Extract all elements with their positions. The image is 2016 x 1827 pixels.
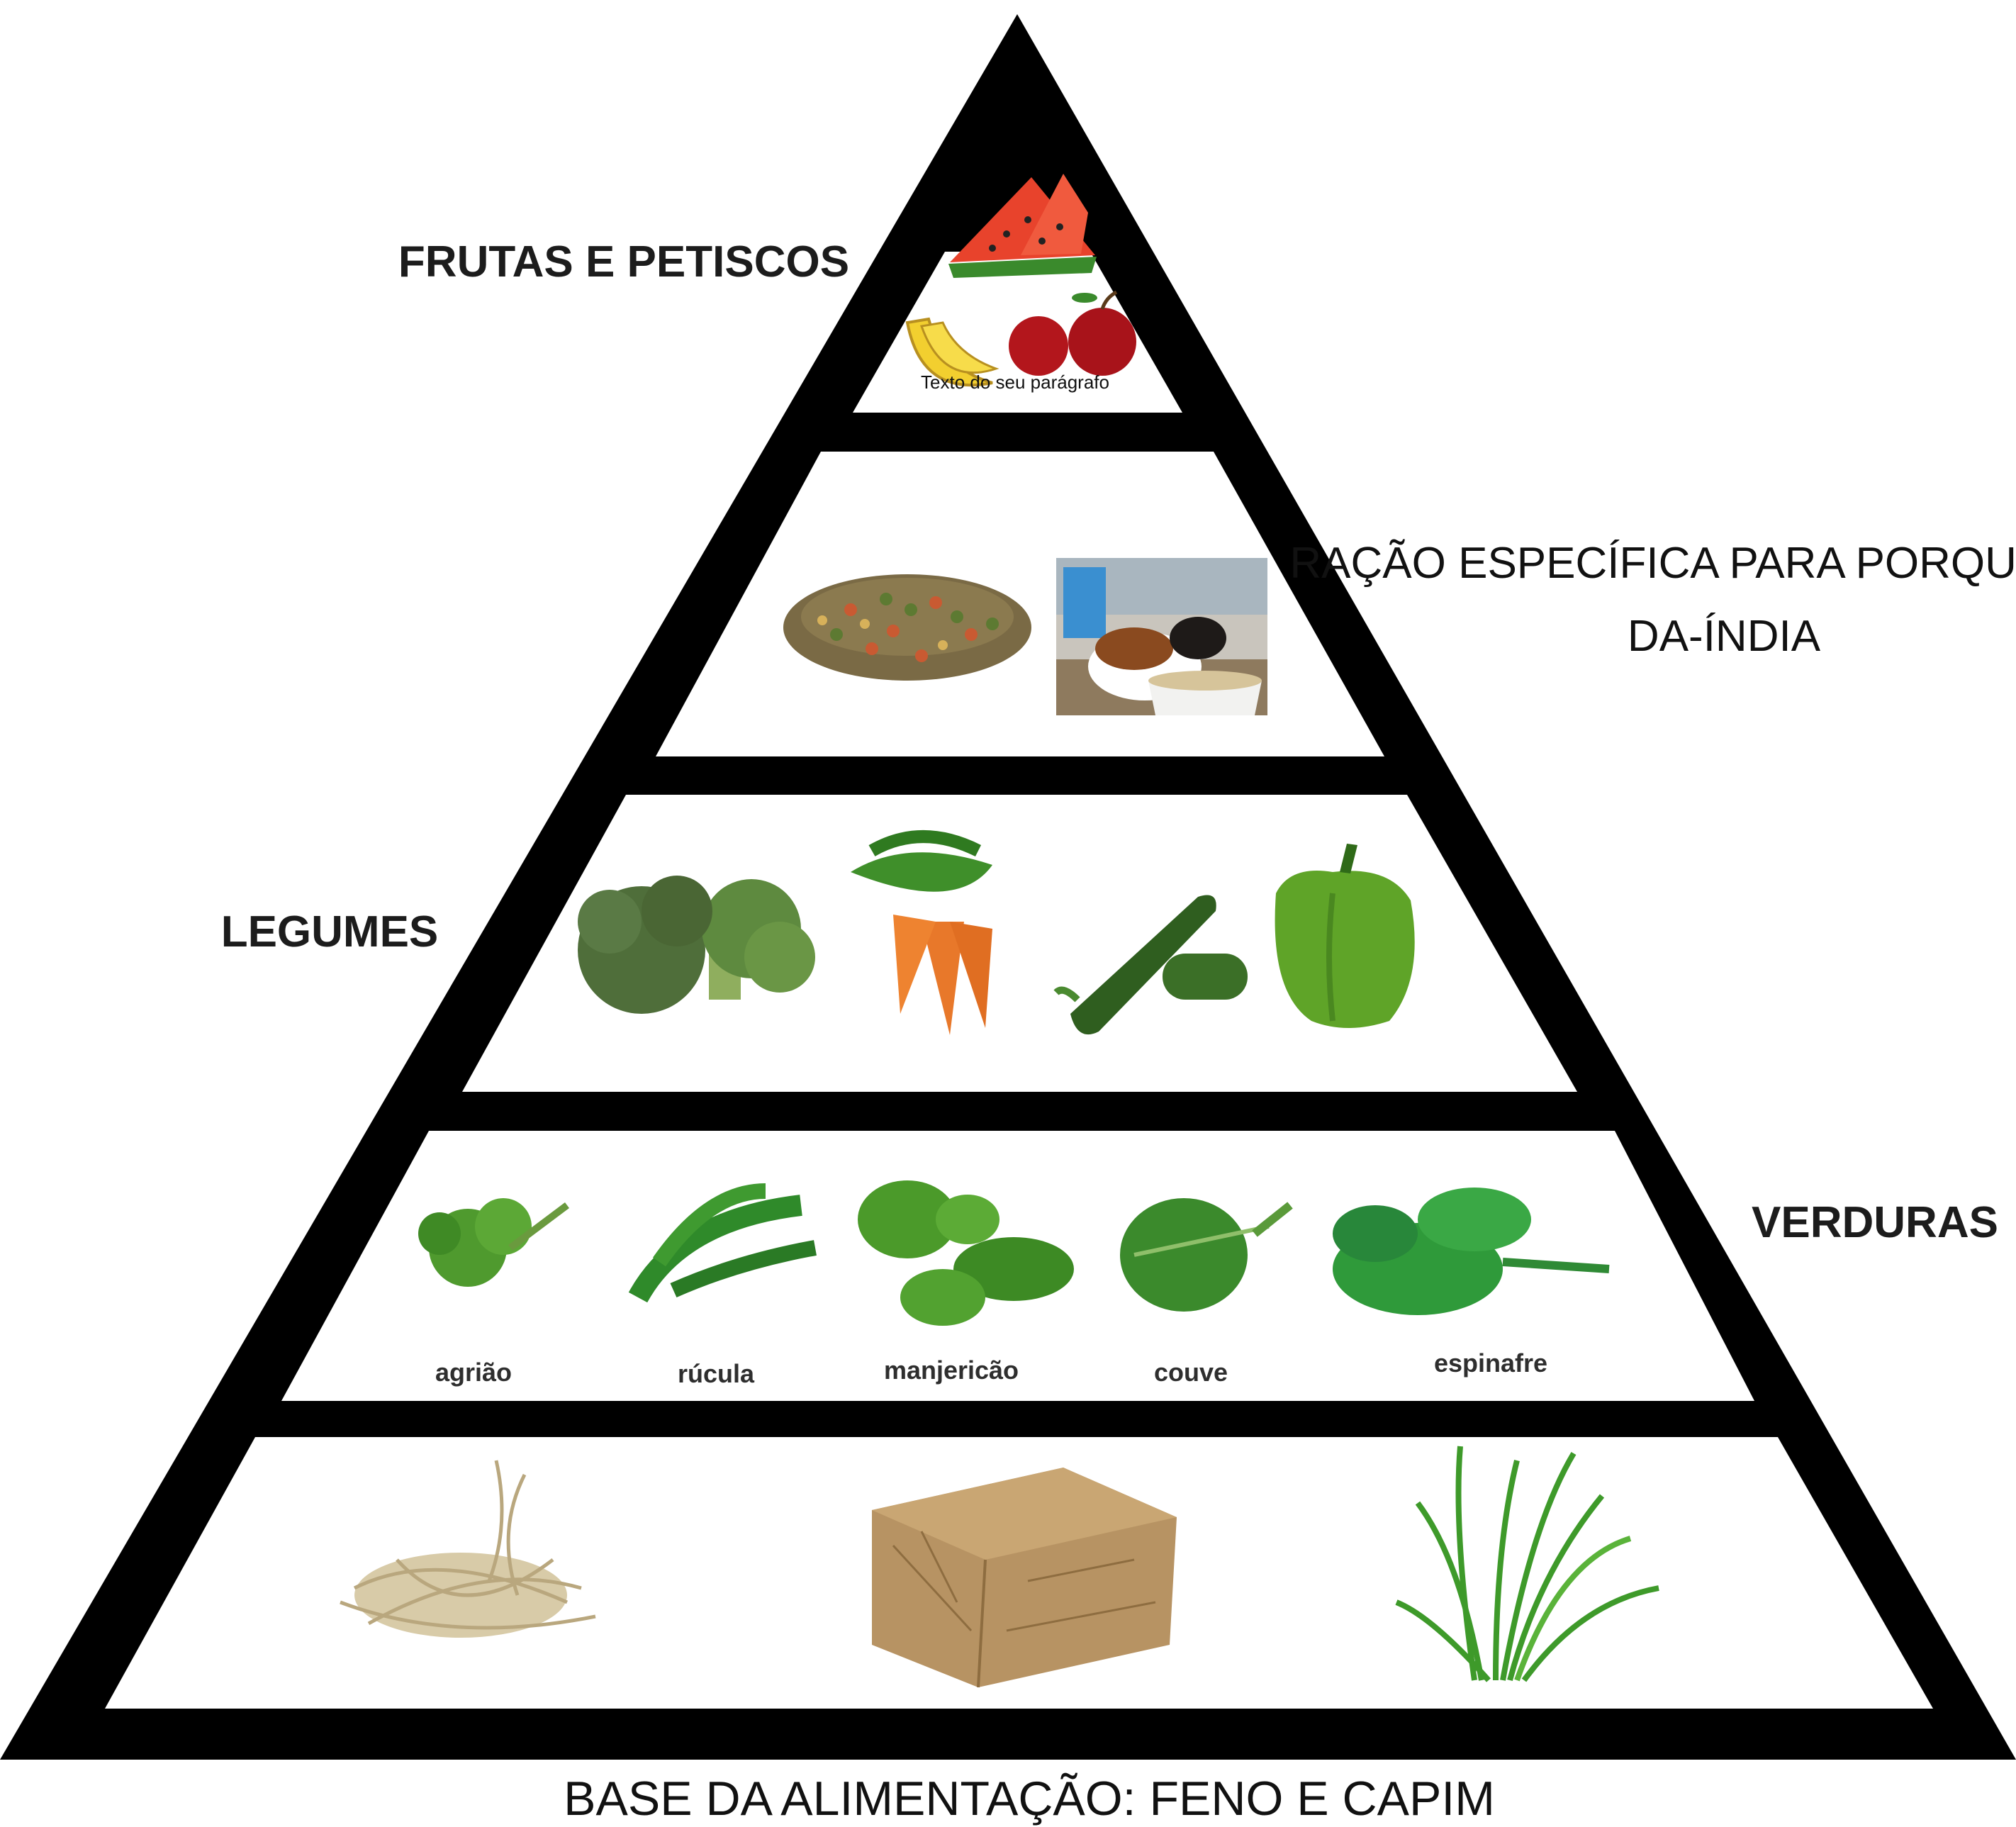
fruits-placeholder-text: Texto do seu parágrafo: [921, 371, 1109, 393]
verdura-label: espinafre: [1434, 1348, 1547, 1378]
label-racao-line2: DA-ÍNDIA: [1628, 612, 1821, 661]
verdura-label: rúcula: [678, 1359, 755, 1388]
verdura-label: couve: [1154, 1358, 1228, 1387]
label-racao-line1: RAÇÃO ESPECÍFICA PARA PORQUINHO-: [1289, 539, 2016, 588]
verdura-label: agrião: [435, 1358, 512, 1387]
label-verduras: VERDURAS: [1752, 1198, 1998, 1247]
label-base: BASE DA ALIMENTAÇÃO: FENO E CAPIM: [564, 1772, 1495, 1826]
label-legumes: LEGUMES: [221, 907, 439, 956]
verdura-label: manjericão: [884, 1356, 1019, 1385]
guinea-pig-photo: [1056, 558, 1267, 715]
label-frutas-e-petiscos: FRUTAS E PETISCOS: [398, 238, 849, 286]
pellets-icon: [783, 574, 1031, 681]
